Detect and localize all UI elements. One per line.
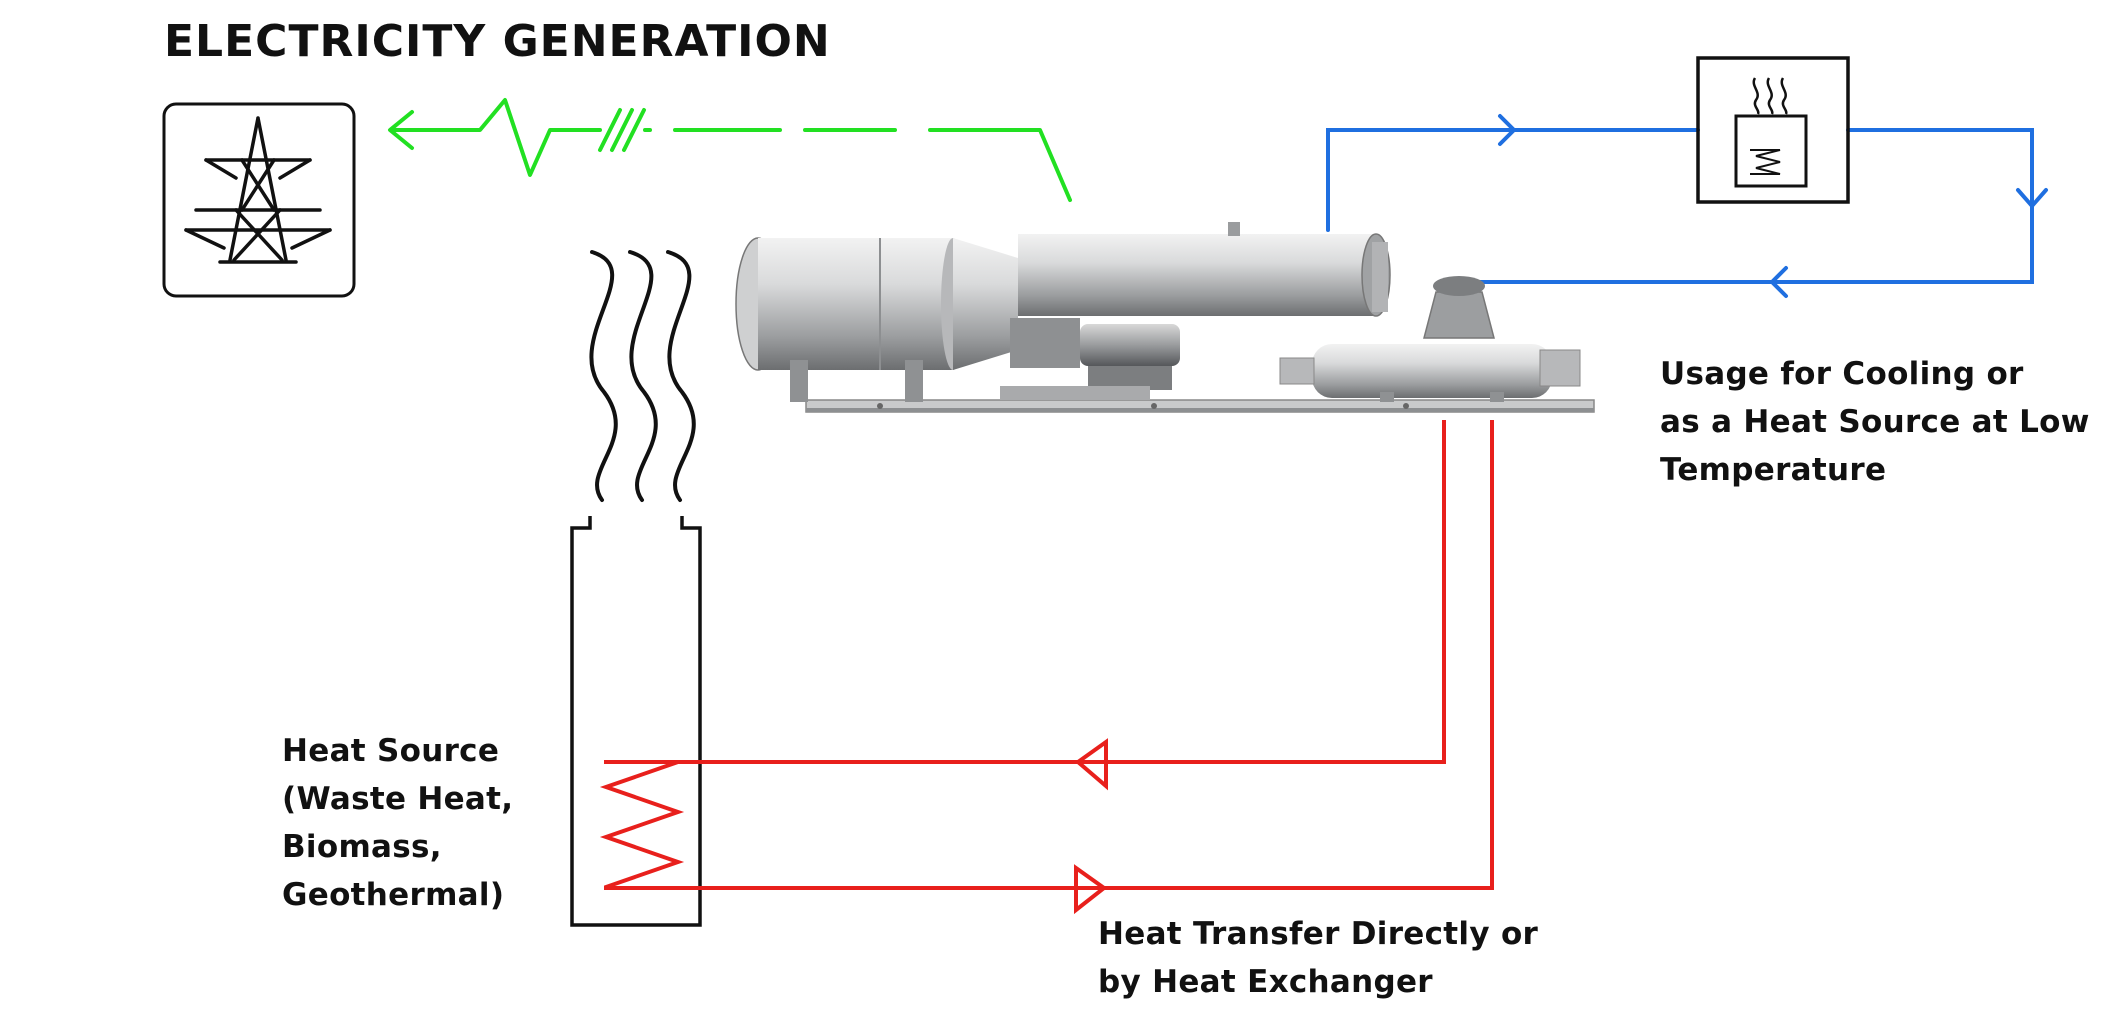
orc-machine: [735, 222, 1595, 413]
heat-source-label: Heat Source (Waste Heat, Biomass, Geothe…: [282, 733, 514, 913]
heat-transfer-loop: [604, 420, 1494, 915]
chimney-smoke-icon: [589, 250, 696, 502]
diagram-title: ELECTRICITY GENERATION: [164, 16, 831, 67]
heat-transfer-label: Heat Transfer Directly or by Heat Exchan…: [1098, 916, 1539, 1000]
usage-label: Usage for Cooling or as a Heat Source at…: [1660, 356, 2090, 488]
cooling-loop: [1326, 114, 2048, 302]
heating-coil-icon: [599, 760, 685, 889]
electricity-line: [388, 98, 1072, 202]
chimney: [570, 516, 702, 927]
heat-consumer-icon: [1696, 56, 1850, 204]
power-tower-icon: [162, 102, 356, 298]
